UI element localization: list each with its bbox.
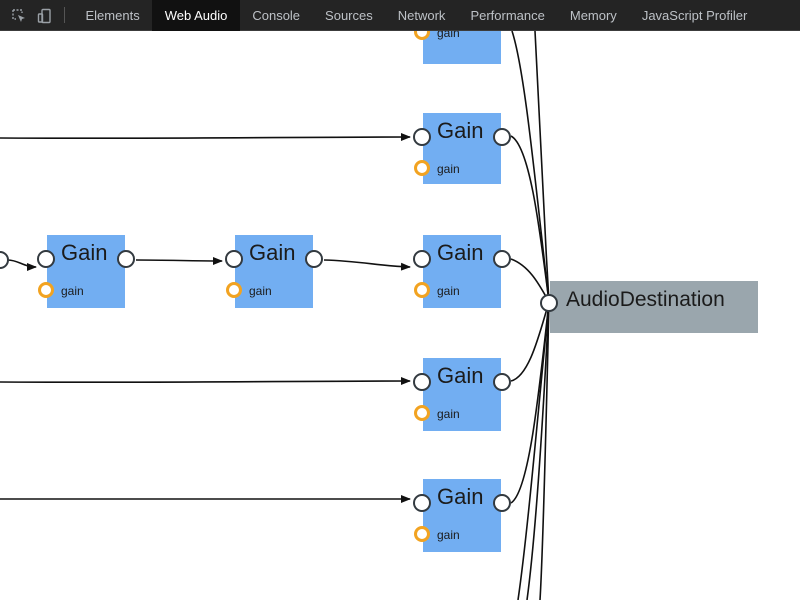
gain-param-port[interactable] xyxy=(414,31,430,40)
tab-console[interactable]: Console xyxy=(252,8,301,23)
inspect-element-icon[interactable] xyxy=(6,0,32,31)
tab-performance[interactable]: Performance xyxy=(470,8,545,23)
tab-web-audio[interactable]: Web Audio xyxy=(152,0,240,31)
graph-edges xyxy=(0,31,550,600)
gain-node[interactable]: Gain gain xyxy=(413,479,511,552)
edge xyxy=(135,256,223,265)
edge xyxy=(0,377,411,386)
gain-node[interactable]: Gain gain xyxy=(413,235,511,308)
edge xyxy=(0,133,411,142)
node-title: Gain xyxy=(437,118,484,143)
input-port[interactable] xyxy=(413,250,431,268)
edge xyxy=(511,31,550,303)
gain-param-port[interactable] xyxy=(414,405,430,421)
tab-memory[interactable]: Memory xyxy=(569,8,617,23)
gain-node[interactable]: Gain gain xyxy=(37,235,135,308)
output-port[interactable] xyxy=(305,250,323,268)
gain-param-port[interactable] xyxy=(38,282,54,298)
audio-graph-canvas[interactable]: gain Gain gain Gain gain Gain gain Gain … xyxy=(0,31,800,600)
edge xyxy=(517,301,550,600)
gain-param-label: gain xyxy=(437,284,460,298)
input-port[interactable] xyxy=(37,250,55,268)
tab-elements[interactable]: Elements xyxy=(85,8,140,23)
edge xyxy=(539,301,550,600)
gain-param-label: gain xyxy=(437,528,460,542)
gain-param-label: gain xyxy=(437,407,460,421)
node-title: Gain xyxy=(437,240,484,265)
gain-param-label: gain xyxy=(437,31,460,40)
edge xyxy=(323,259,411,271)
gain-node[interactable]: Gain gain xyxy=(413,358,511,431)
node-title: AudioDestination xyxy=(566,288,725,311)
input-port[interactable] xyxy=(225,250,243,268)
gain-param-port[interactable] xyxy=(414,526,430,542)
node-title: Gain xyxy=(437,363,484,388)
output-port[interactable] xyxy=(493,494,511,512)
gain-param-port[interactable] xyxy=(414,160,430,176)
edge xyxy=(510,301,550,382)
device-toolbar-icon[interactable] xyxy=(32,0,58,31)
input-port[interactable] xyxy=(413,373,431,391)
output-port[interactable] xyxy=(493,373,511,391)
gain-node[interactable]: Gain gain xyxy=(413,113,511,184)
edge xyxy=(7,259,37,271)
input-port[interactable] xyxy=(413,494,431,512)
devtools-toolbar: Elements Web Audio Console Sources Netwo… xyxy=(0,0,800,31)
output-port[interactable] xyxy=(493,250,511,268)
gain-node[interactable]: Gain gain xyxy=(225,235,323,308)
tab-network[interactable]: Network xyxy=(397,8,446,23)
node-title: Gain xyxy=(249,240,296,265)
gain-param-label: gain xyxy=(61,284,84,298)
edge xyxy=(534,31,550,303)
output-port[interactable] xyxy=(117,250,135,268)
output-port[interactable] xyxy=(493,128,511,146)
tab-sources[interactable]: Sources xyxy=(325,8,373,23)
audio-destination-node[interactable]: AudioDestination xyxy=(540,281,758,333)
gain-param-label: gain xyxy=(437,162,460,176)
input-port[interactable] xyxy=(413,128,431,146)
node-title: Gain xyxy=(437,484,484,509)
input-port[interactable] xyxy=(540,294,558,312)
node-title: Gain xyxy=(61,240,108,265)
gain-param-port[interactable] xyxy=(226,282,242,298)
toolbar-divider xyxy=(64,7,65,23)
tab-javascript-profiler[interactable]: JavaScript Profiler xyxy=(641,8,748,23)
edge xyxy=(510,135,550,303)
edge xyxy=(526,301,550,600)
gain-param-label: gain xyxy=(249,284,272,298)
gain-param-port[interactable] xyxy=(414,282,430,298)
gain-node[interactable]: gain xyxy=(414,31,501,64)
